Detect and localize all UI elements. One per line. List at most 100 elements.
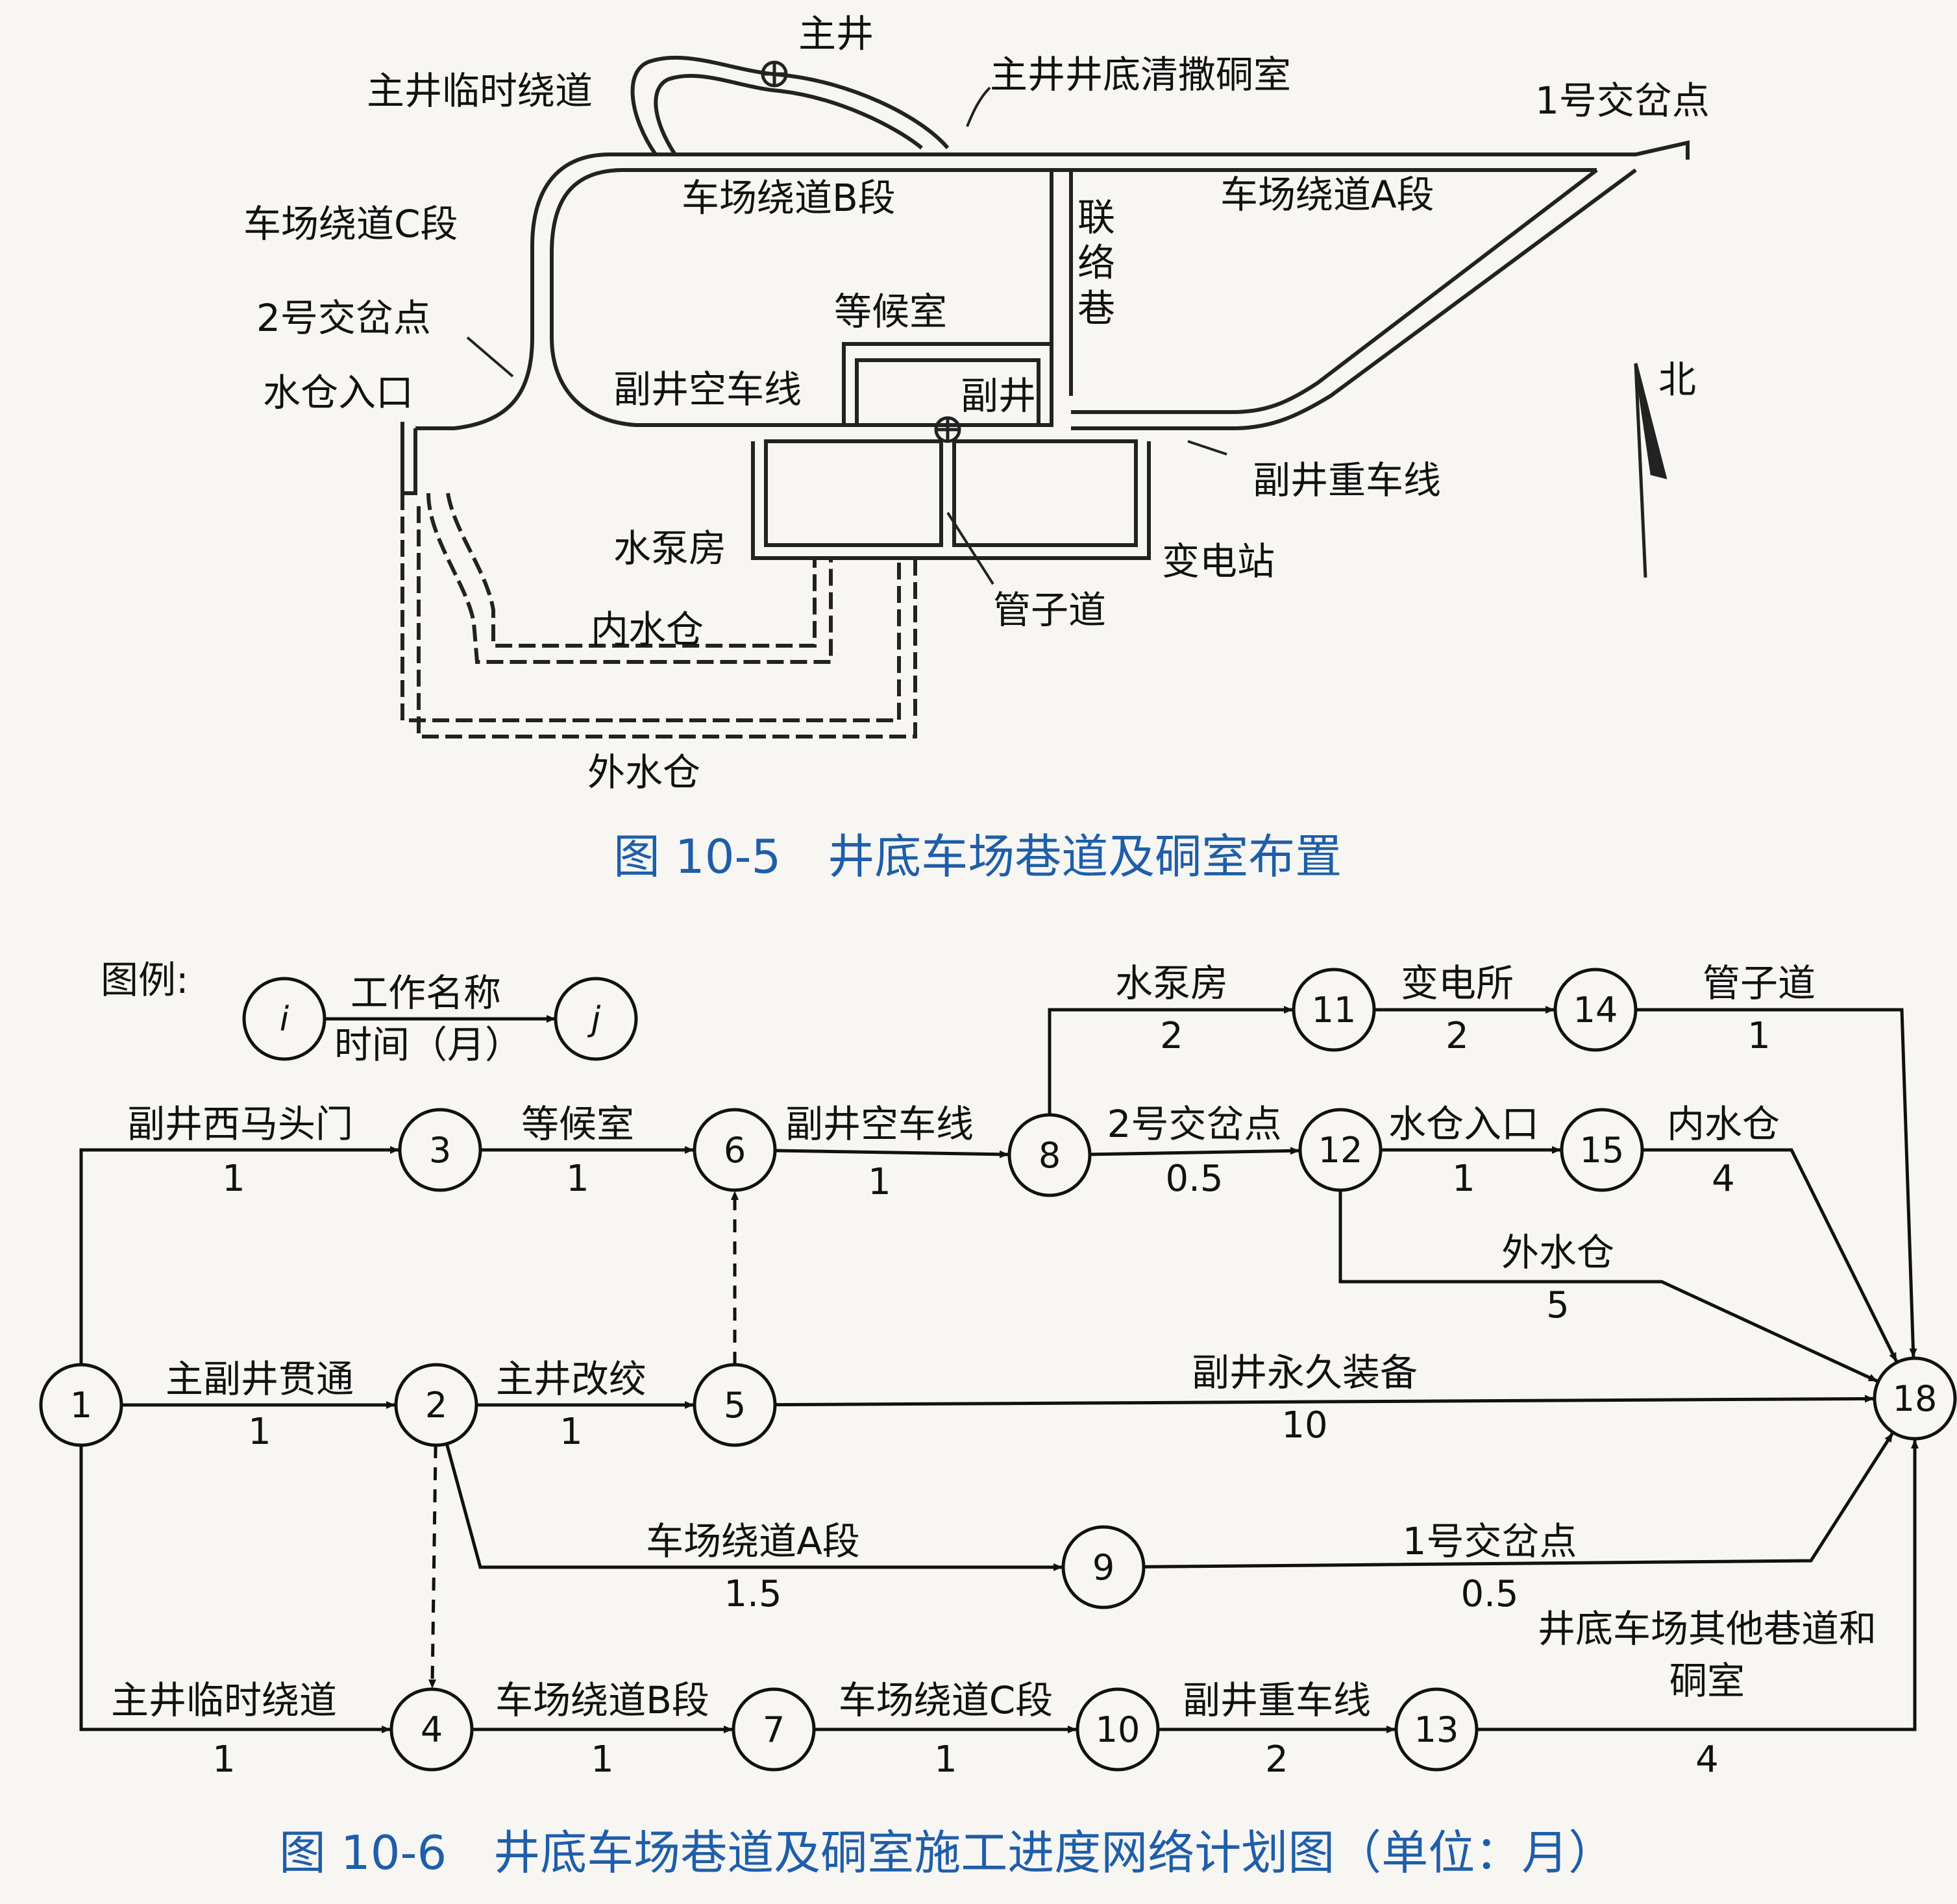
activity-duration-12-15: 1 xyxy=(1452,1158,1475,1200)
activity-name-2-9: 车场绕道A段 xyxy=(646,1519,860,1563)
activity-name-3-6: 等候室 xyxy=(521,1102,634,1146)
activity-duration-6-8: 1 xyxy=(868,1161,891,1203)
outer-sump xyxy=(400,493,901,722)
activity-arrow-1-4 xyxy=(79,1445,391,1733)
node-label-9: 9 xyxy=(1092,1547,1114,1588)
activity-name-4-7: 车场绕道B段 xyxy=(495,1678,709,1722)
node-label-3: 3 xyxy=(429,1130,451,1171)
activity-name-14-18: 管子道 xyxy=(1703,961,1815,1005)
pipe-way xyxy=(939,441,956,545)
label-pipe-way: 管子道 xyxy=(993,588,1106,632)
node-label-4: 4 xyxy=(421,1709,443,1750)
activity-arrow-2-9 xyxy=(445,1443,1063,1571)
leader-lines xyxy=(466,86,1227,585)
legend-time: 时间（月） xyxy=(334,1023,523,1067)
label-aux-shaft: 副井 xyxy=(961,374,1036,418)
main-shaft-bypass-tunnel xyxy=(630,55,950,156)
legend-title: 图例: xyxy=(101,958,189,1002)
activity-arrow-9-18 xyxy=(1143,1432,1894,1568)
activity-name-1-4: 主井临时绕道 xyxy=(111,1678,337,1722)
activity-duration-3-6: 1 xyxy=(566,1158,589,1200)
inner-sump xyxy=(426,493,833,664)
activity-duration-8-12: 0.5 xyxy=(1165,1158,1223,1200)
node-6 xyxy=(693,1108,777,1192)
node-label-13: 13 xyxy=(1414,1709,1459,1750)
legend: 图例: i j 工作名称 时间（月） xyxy=(101,958,638,1067)
outer-sump-inner xyxy=(417,506,917,738)
pump-outer-wall xyxy=(751,441,1151,560)
activity-name-8-11: 水泵房 xyxy=(1115,961,1228,1005)
liaison-lane xyxy=(1050,170,1073,396)
label-sump-entrance: 水仓入口 xyxy=(263,371,413,415)
legend-node-i-label: i xyxy=(280,1000,289,1039)
node-7 xyxy=(732,1687,816,1772)
activity-arrow-13-18 xyxy=(1477,1439,1919,1731)
node-label-8: 8 xyxy=(1039,1135,1061,1176)
node-14 xyxy=(1553,968,1638,1052)
activity-duration-1-4: 1 xyxy=(212,1739,236,1781)
activity-name-6-8: 副井空车线 xyxy=(785,1102,974,1146)
label-main-shaft-bypass: 主井临时绕道 xyxy=(367,69,593,113)
activity-name-1-2: 主副井贯通 xyxy=(166,1357,354,1401)
activity-duration-11-14: 2 xyxy=(1446,1015,1469,1057)
node-label-14: 14 xyxy=(1573,990,1618,1031)
node-13 xyxy=(1394,1687,1479,1772)
legend-node-j xyxy=(554,977,638,1061)
node-label-5: 5 xyxy=(724,1385,746,1426)
label-aux-empty-line: 副井空车线 xyxy=(613,367,802,411)
activity-duration-13-18: 4 xyxy=(1695,1739,1719,1781)
label-loop-a: 车场绕道A段 xyxy=(1220,173,1434,217)
label-substation: 变电站 xyxy=(1162,539,1275,583)
activity-name-13-18: 井底车场其他巷道和 xyxy=(1538,1607,1877,1651)
node-label-6: 6 xyxy=(724,1130,746,1171)
node-18 xyxy=(1873,1356,1957,1441)
loop-a-tunnel-inner xyxy=(1071,168,1598,414)
label-inner-sump: 内水仓 xyxy=(591,607,704,652)
main-shaft-symbol xyxy=(761,60,788,88)
node-5 xyxy=(693,1363,777,1447)
label-liaison-3: 巷 xyxy=(1077,286,1115,330)
node-label-11: 11 xyxy=(1312,990,1357,1031)
activity-duration-2-9: 1.5 xyxy=(724,1573,782,1615)
network-edges xyxy=(79,1006,1919,1733)
activity-name-15-18: 内水仓 xyxy=(1667,1102,1780,1146)
loop-c-tunnel-outer xyxy=(415,153,611,430)
activity-duration-12-18: 5 xyxy=(1546,1284,1569,1326)
node-label-10: 10 xyxy=(1096,1709,1140,1750)
activity-arrow-1-3 xyxy=(79,1146,399,1365)
activity-duration-10-13: 2 xyxy=(1265,1739,1288,1781)
activity-duration-4-7: 1 xyxy=(591,1739,614,1781)
loop-c-tunnel-inner xyxy=(550,168,753,427)
figure1-caption: 图 10-5 井底车场巷道及硐室布置 xyxy=(613,829,1342,884)
label-pump-room: 水泵房 xyxy=(613,526,726,570)
label-main-shaft: 主井 xyxy=(798,12,874,56)
label-north: 北 xyxy=(1658,358,1696,402)
activity-name-5-18: 副井永久装备 xyxy=(1192,1350,1418,1395)
node-8 xyxy=(1007,1113,1092,1197)
activity-arrow-12-18 xyxy=(1338,1190,1878,1383)
pump-room-chamber xyxy=(764,439,943,547)
label-junction2: 2号交岔点 xyxy=(256,296,431,340)
node-9 xyxy=(1061,1525,1146,1609)
sump-entrance xyxy=(400,422,417,495)
label-loop-c: 车场绕道C段 xyxy=(243,202,458,246)
label-junction1: 1号交岔点 xyxy=(1535,79,1710,123)
legend-node-j-label: j xyxy=(587,1000,601,1039)
activity-duration-2-5: 1 xyxy=(560,1411,583,1453)
figure2-caption: 图 10-6 井底车场巷道及硐室施工进度网络计划图（单位：月） xyxy=(279,1825,1615,1880)
label-aux-loaded-line: 副井重车线 xyxy=(1253,458,1441,502)
node-11 xyxy=(1292,968,1376,1052)
label-outer-sump: 外水仓 xyxy=(587,750,700,794)
label-liaison-2: 络 xyxy=(1077,241,1115,285)
aux-shaft-symbol xyxy=(934,416,961,443)
activity-name-7-10: 车场绕道C段 xyxy=(839,1678,1053,1722)
loop-b-top-outer xyxy=(610,140,1690,160)
activity-name-1-3: 副井西马头门 xyxy=(127,1102,353,1146)
node-15 xyxy=(1560,1108,1644,1192)
activity-duration-9-18: 0.5 xyxy=(1460,1573,1518,1615)
label-loop-b: 车场绕道B段 xyxy=(682,176,896,220)
activity-arrow-8-12 xyxy=(1089,1147,1300,1156)
label-liaison-1: 联 xyxy=(1077,195,1115,239)
